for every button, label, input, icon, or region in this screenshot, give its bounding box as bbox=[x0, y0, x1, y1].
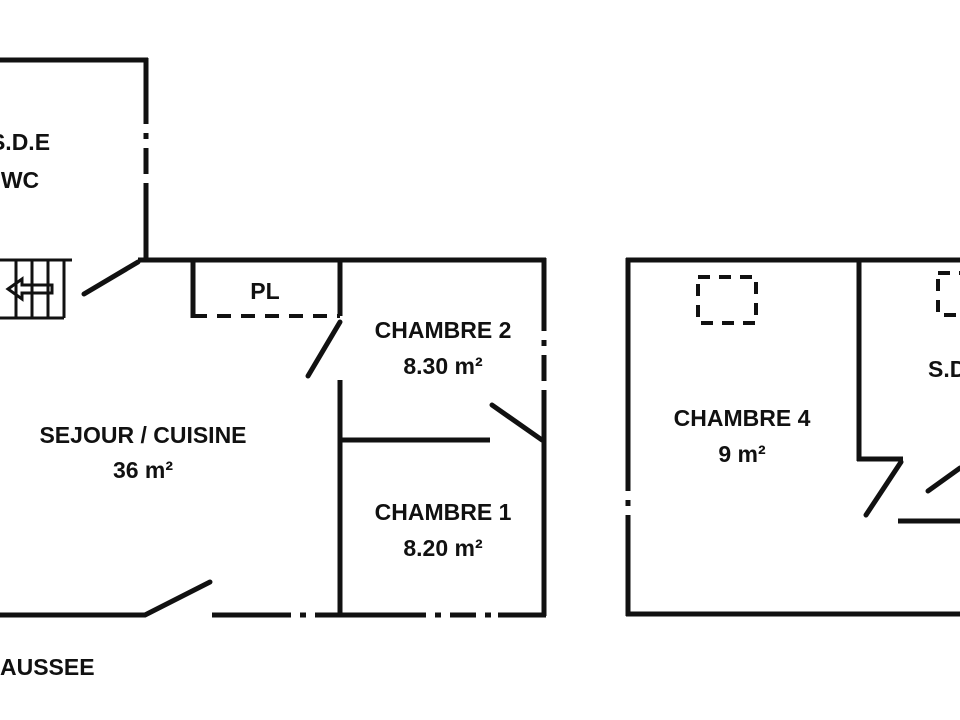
room-chambre2-name: CHAMBRE 2 bbox=[375, 317, 512, 343]
sd-door bbox=[925, 465, 960, 494]
chambre1-door bbox=[489, 402, 545, 443]
upper-floor-doors bbox=[863, 459, 960, 518]
skylight-chambre4 bbox=[696, 275, 758, 325]
room-sejour-area: 36 m² bbox=[113, 457, 173, 483]
room-chambre1-name: CHAMBRE 1 bbox=[375, 499, 512, 525]
chambre4-door bbox=[863, 459, 904, 518]
ground-floor-walls bbox=[0, 57, 547, 618]
sde-door bbox=[81, 259, 141, 297]
staircase bbox=[0, 258, 72, 320]
level-label: AUSSEE bbox=[0, 654, 95, 680]
ground-floor-doors bbox=[81, 259, 545, 618]
chambre2-door bbox=[305, 319, 343, 379]
room-chambre4-area: 9 m² bbox=[718, 441, 766, 467]
upper-floor-walls bbox=[625, 257, 960, 617]
entrance-door bbox=[142, 579, 213, 618]
room-pl-name: PL bbox=[250, 278, 279, 304]
room-sde-sub: WC bbox=[1, 167, 39, 193]
room-sd-name: S.D bbox=[928, 356, 960, 382]
room-chambre1-area: 8.20 m² bbox=[403, 535, 483, 561]
skylight-sd bbox=[936, 271, 960, 317]
room-sde-name: S.D.E bbox=[0, 129, 50, 155]
room-chambre2-area: 8.30 m² bbox=[403, 353, 483, 379]
ground-floor-labels: S.D.E WC PL SEJOUR / CUISINE 36 m² CHAMB… bbox=[0, 129, 512, 680]
stair-arrow-icon bbox=[5, 276, 54, 302]
room-sejour-name: SEJOUR / CUISINE bbox=[39, 422, 246, 448]
upper-floor-labels: CHAMBRE 4 9 m² S.D bbox=[674, 356, 960, 467]
room-chambre4-name: CHAMBRE 4 bbox=[674, 405, 811, 431]
